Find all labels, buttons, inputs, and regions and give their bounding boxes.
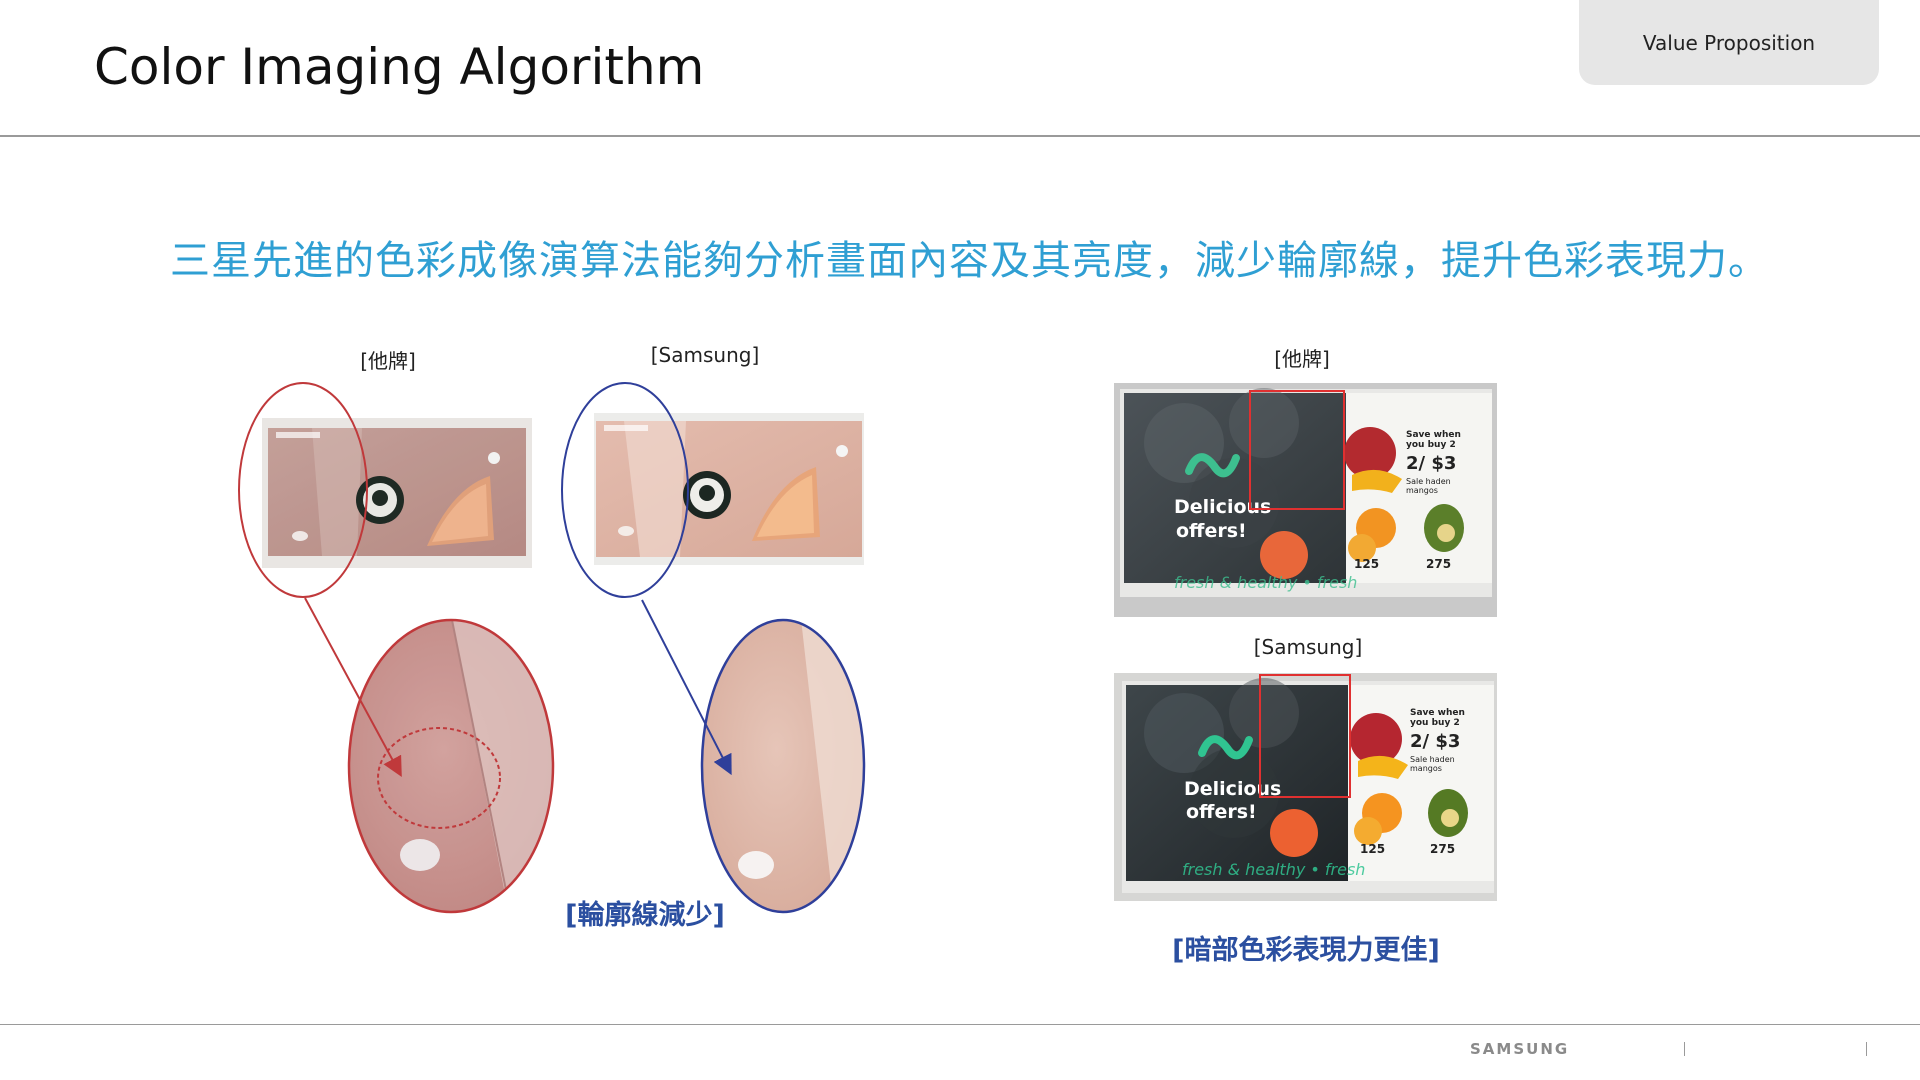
other-brand-zoom-ellipse	[347, 618, 555, 914]
other-brand-highlight-circle	[238, 382, 368, 598]
monitor-samsung-banner: fresh & healthy • fresh	[1182, 860, 1365, 879]
footer-separator-2	[1866, 1042, 1867, 1056]
samsung-cup-photo	[594, 413, 864, 565]
samsung-connector-arrow	[641, 599, 732, 776]
label-other-brand-right: [他牌]	[1274, 347, 1330, 371]
monitor-samsung-price-b: 275	[1430, 842, 1455, 856]
page-title: Color Imaging Algorithm	[94, 38, 705, 96]
monitor-sale-1: Sale haden	[1406, 477, 1451, 486]
monitor-price-b: 275	[1426, 557, 1451, 571]
monitor-samsung-sale-1: Sale haden	[1410, 755, 1455, 764]
other-brand-cup-photo	[262, 418, 532, 568]
header-divider	[0, 135, 1920, 137]
caption-dark-color-performance: [暗部色彩表現力更佳]	[1172, 935, 1440, 966]
banding-circle	[377, 727, 501, 829]
monitor-samsung-save-2: you buy 2	[1410, 718, 1460, 728]
monitor-save-1: Save when	[1406, 430, 1461, 440]
other-brand-zoom-detail	[349, 620, 553, 912]
monitor-samsung-price: 2/ $3	[1410, 731, 1460, 752]
monitor-samsung-price-a: 125	[1360, 842, 1385, 856]
label-samsung-left: [Samsung]	[650, 343, 760, 367]
monitor-samsung-headline-2: offers!	[1186, 801, 1257, 823]
footer-divider	[0, 1024, 1920, 1025]
samsung-zoom-ellipse	[700, 618, 866, 914]
footer-separator-1	[1684, 1042, 1685, 1056]
other-brand-monitor-photo: Delicious offers! Save when you buy 2 2/…	[1114, 383, 1497, 617]
monitor-sale-2: mangos	[1406, 486, 1438, 495]
other-brand-connector-arrow	[304, 597, 402, 778]
samsung-logo: SAMSUNG	[1470, 1040, 1570, 1058]
monitor-samsung-sale-2: mangos	[1410, 764, 1442, 773]
section-tag: Value Proposition	[1579, 0, 1879, 85]
caption-contour-reduction: [輪廓線減少]	[565, 900, 725, 931]
monitor-price: 2/ $3	[1406, 453, 1456, 474]
monitor-samsung-save-1: Save when	[1410, 708, 1465, 718]
monitor-price-a: 125	[1354, 557, 1379, 571]
monitor-headline-1: Delicious	[1174, 496, 1271, 518]
monitor-headline-2: offers!	[1176, 520, 1247, 542]
monitor-samsung-headline-1: Delicious	[1184, 778, 1281, 800]
monitor-save-2: you buy 2	[1406, 440, 1456, 450]
label-samsung-right: [Samsung]	[1253, 635, 1363, 659]
subtitle: 三星先進的色彩成像演算法能夠分析畫面內容及其亮度，減少輪廓線，提升色彩表現力。	[170, 238, 1769, 284]
samsung-highlight-circle	[561, 382, 689, 598]
samsung-monitor-photo: Delicious offers! Save when you buy 2 2/…	[1114, 673, 1497, 901]
label-other-brand-left: [他牌]	[360, 349, 416, 373]
monitor-banner: fresh & healthy • fresh	[1174, 573, 1357, 592]
